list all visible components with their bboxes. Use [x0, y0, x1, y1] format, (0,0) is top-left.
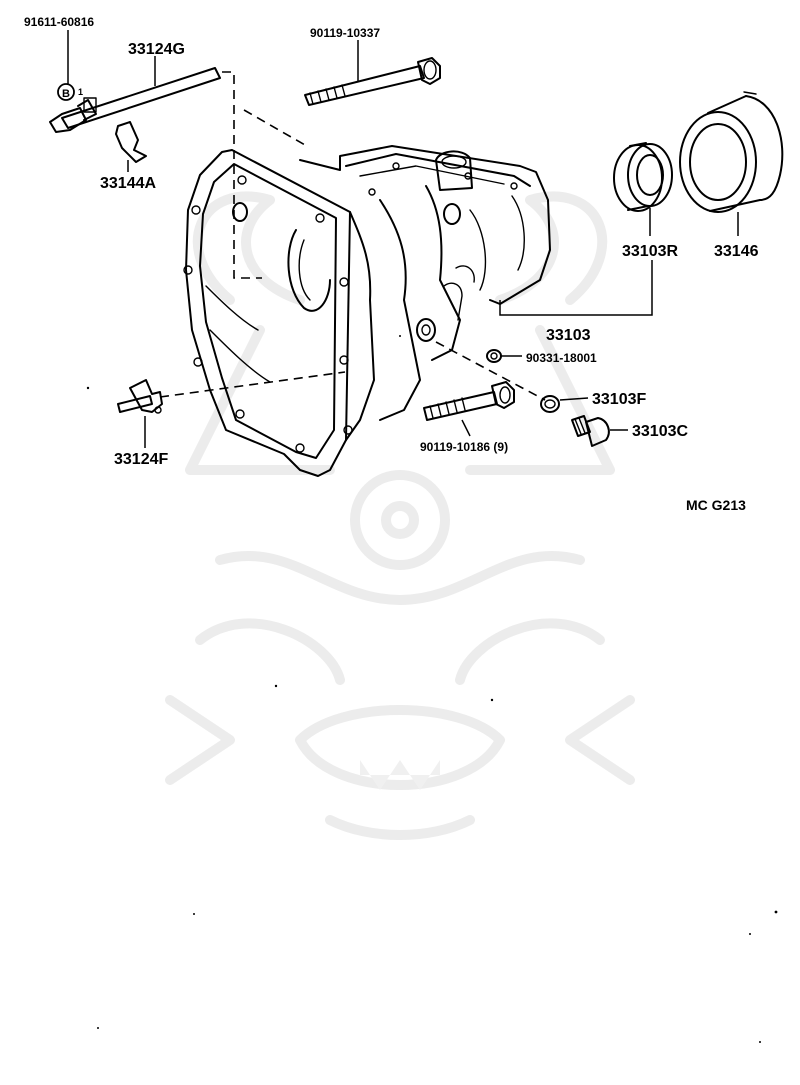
drain-plug: [571, 415, 610, 447]
short-bolt: [423, 381, 515, 421]
label-33144A: 33144A: [100, 175, 156, 192]
diagram-code: MC G213: [686, 497, 746, 513]
label-33103R: 33103R: [622, 243, 678, 260]
label-33124F: 33124F: [114, 451, 168, 468]
label-33103: 33103: [546, 327, 591, 344]
oil-seal: [613, 142, 673, 212]
leader-lines: [67, 30, 739, 448]
label-90119-10186: 90119-10186 (9): [420, 440, 508, 454]
retainer-cover: [679, 91, 784, 213]
callout-letter: B: [62, 88, 70, 100]
long-bolt: [304, 57, 441, 106]
alignment-lines: [159, 71, 546, 401]
small-plug: [486, 349, 502, 363]
watermark: [165, 191, 635, 840]
bracket: [115, 121, 147, 163]
transmission-case: [183, 145, 551, 477]
circle-b-icon: [57, 83, 75, 101]
label-91611-60816: 91611-60816: [24, 15, 94, 29]
gasket-ring: [540, 395, 560, 413]
label-90119-10337: 90119-10337: [310, 26, 380, 40]
label-33103F: 33103F: [592, 391, 646, 408]
label-90331-18001: 90331-18001: [526, 351, 597, 365]
lever-pin: [117, 379, 163, 414]
callout-sub: 1: [78, 87, 83, 97]
label-33124G: 33124G: [128, 41, 185, 58]
shift-lever-shaft: [49, 67, 221, 133]
callout-b1: B 1: [57, 83, 83, 101]
label-33103C: 33103C: [632, 423, 688, 440]
part-labels: 91611-60816 33124G 33144A 90119-10337 33…: [24, 15, 759, 513]
label-33146: 33146: [714, 243, 759, 260]
specks: [86, 335, 778, 1043]
